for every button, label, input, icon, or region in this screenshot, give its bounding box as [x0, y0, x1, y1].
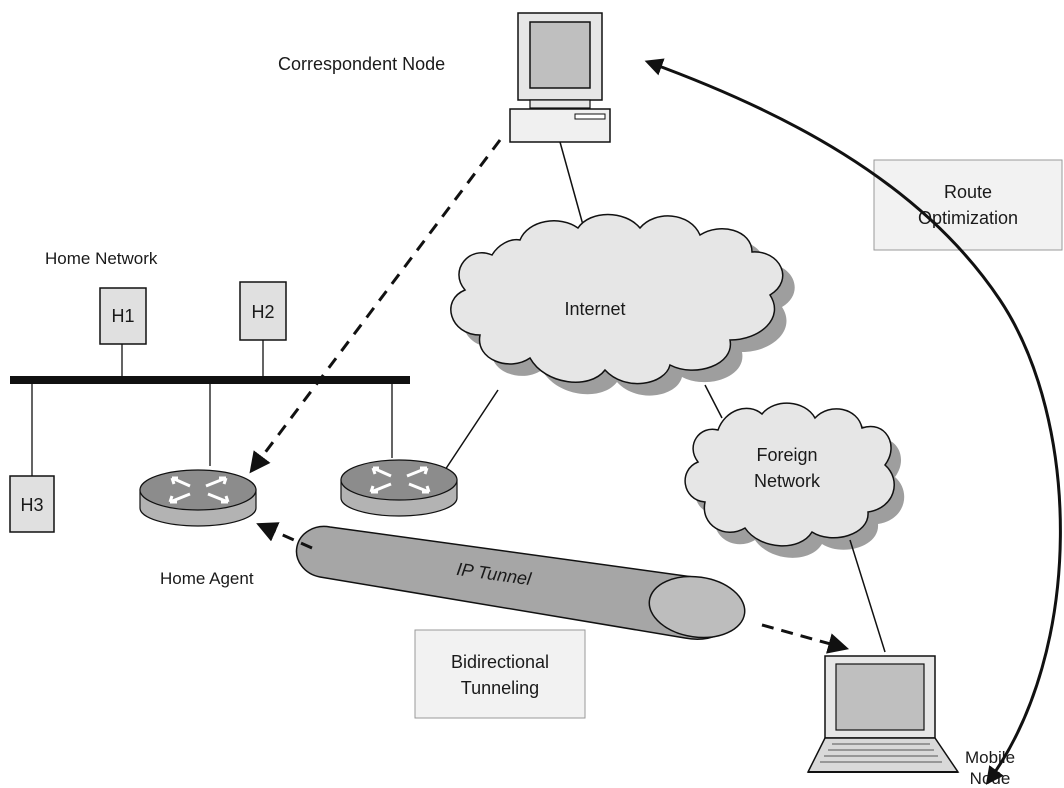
route-optimization-label-line1: Route [944, 182, 992, 202]
home-network-label: Home Network [45, 249, 158, 268]
tunnel-to-home-agent-arrow [256, 522, 313, 550]
home-network-bus [10, 376, 410, 384]
host-h2 [239, 281, 287, 341]
bidirectional-label-line1: Bidirectional [451, 652, 549, 672]
route-optimization-box [873, 159, 1063, 251]
foreign-network-label-line1: Foreign [756, 445, 817, 465]
home-agent-router-icon [139, 469, 257, 527]
route-optimization-label-line2: Optimization [918, 208, 1018, 228]
foreign-mobile-link [849, 539, 886, 653]
mobile-node-laptop-icon [806, 655, 960, 773]
tunnel-to-mobile-arrow [761, 623, 850, 654]
host-h3 [9, 475, 55, 533]
internet-label: Internet [564, 299, 625, 319]
home-agent-label: Home Agent [160, 569, 254, 588]
host-h1 [99, 287, 147, 345]
correspondent-node-label: Correspondent Node [278, 54, 445, 74]
host-h3-label: H3 [20, 495, 43, 515]
correspondent-node-computer-icon [509, 12, 611, 143]
host-h2-label: H2 [251, 302, 274, 322]
foreign-network-label-line2: Network [754, 471, 821, 491]
route-optimization-arrow [644, 58, 1062, 785]
cn-to-home-agent-arrow [249, 139, 502, 474]
bidirectional-label-line2: Tunneling [461, 678, 539, 698]
cn-internet-link [559, 141, 584, 226]
internet-router-icon [340, 459, 458, 517]
internet-foreign-link [704, 384, 723, 419]
host-h1-label: H1 [111, 306, 134, 326]
internet-router-link [444, 389, 499, 471]
bidirectional-tunneling-box [414, 629, 586, 719]
